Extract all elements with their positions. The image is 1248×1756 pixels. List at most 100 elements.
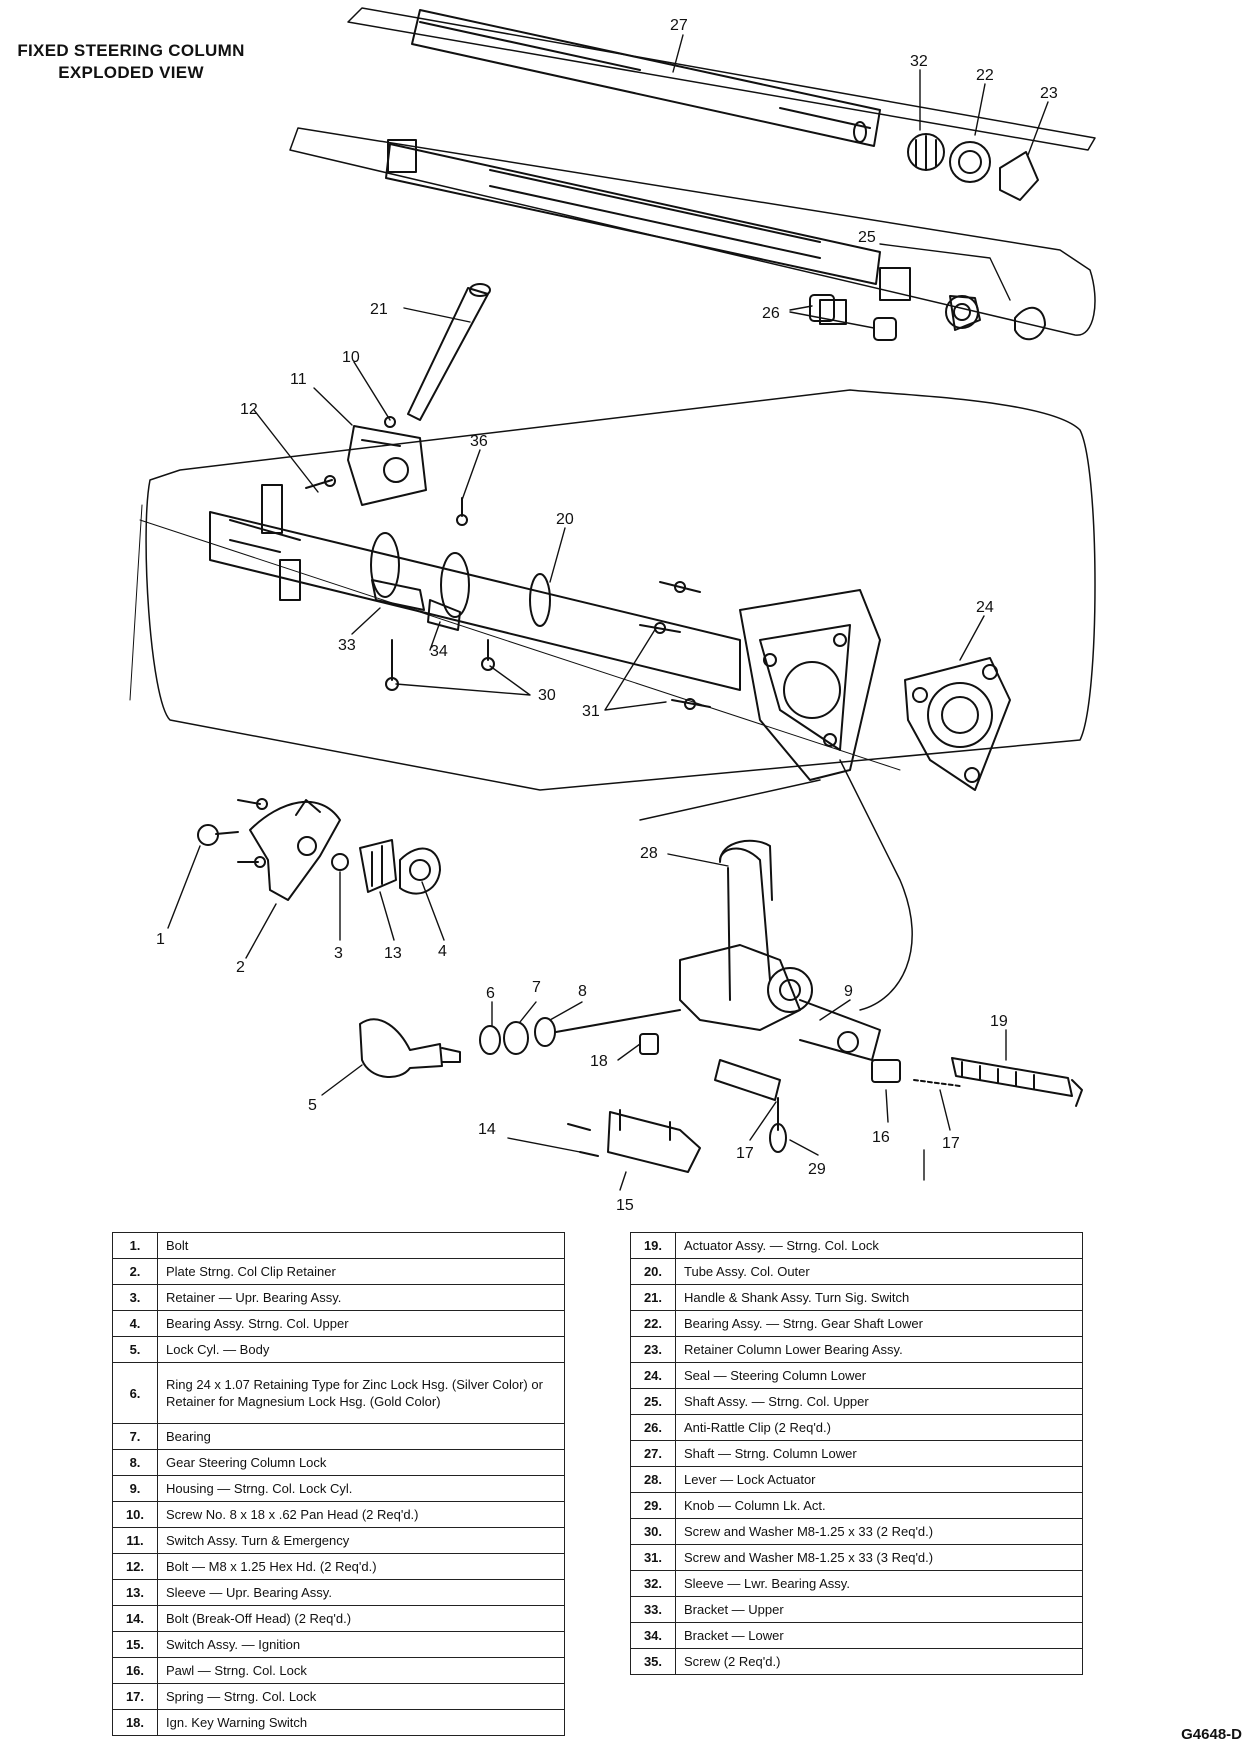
- brackets-and-screws: [305, 475, 711, 710]
- key-warning-switch-18: [639, 1033, 659, 1055]
- part-description: Retainer Column Lower Bearing Assy.: [675, 1336, 1083, 1363]
- part-description: Bracket — Upper: [675, 1596, 1083, 1623]
- table-row: 16.Pawl — Strng. Col. Lock: [112, 1657, 565, 1684]
- part-number: 28.: [630, 1466, 676, 1493]
- lock-lever-28: [719, 839, 773, 901]
- table-row: 22.Bearing Assy. — Strng. Gear Shaft Low…: [630, 1310, 1083, 1337]
- table-row: 30.Screw and Washer M8-1.25 x 33 (2 Req'…: [630, 1518, 1083, 1545]
- part-description: Shaft Assy. — Strng. Col. Upper: [675, 1388, 1083, 1415]
- part-description: Bolt (Break-Off Head) (2 Req'd.): [157, 1605, 565, 1632]
- callout-19: 19: [990, 1013, 1008, 1030]
- part-description: Ign. Key Warning Switch: [157, 1709, 565, 1736]
- title-line-1: FIXED STEERING COLUMN: [17, 41, 245, 60]
- callout-8: 8: [578, 983, 587, 1000]
- callout-14: 14: [478, 1121, 496, 1138]
- part-description: Handle & Shank Assy. Turn Sig. Switch: [675, 1284, 1083, 1311]
- table-row: 12.Bolt — M8 x 1.25 Hex Hd. (2 Req'd.): [112, 1553, 565, 1580]
- part-number: 27.: [630, 1440, 676, 1467]
- callout-34: 34: [430, 643, 448, 660]
- table-row: 13.Sleeve — Upr. Bearing Assy.: [112, 1579, 565, 1606]
- part-number: 31.: [630, 1544, 676, 1571]
- lower-shaft-27: [411, 9, 881, 147]
- part-description: Tube Assy. Col. Outer: [675, 1258, 1083, 1285]
- part-description: Bolt — M8 x 1.25 Hex Hd. (2 Req'd.): [157, 1553, 565, 1580]
- lower-seal-24: [904, 657, 1011, 791]
- callout-24: 24: [976, 599, 994, 616]
- part-description: Plate Strng. Col Clip Retainer: [157, 1258, 565, 1285]
- callout-15: 15: [616, 1197, 634, 1214]
- part-number: 17.: [112, 1683, 158, 1710]
- turn-switch-11: [347, 416, 427, 506]
- table-row: 8.Gear Steering Column Lock: [112, 1449, 565, 1476]
- table-row: 14.Bolt (Break-Off Head) (2 Req'd.): [112, 1605, 565, 1632]
- part-number: 12.: [112, 1553, 158, 1580]
- part-number: 33.: [630, 1596, 676, 1623]
- callout-7: 7: [532, 979, 541, 996]
- upper-bearing-parts: [197, 798, 441, 901]
- callout-4: 4: [438, 943, 447, 960]
- table-row: 24.Seal — Steering Column Lower: [630, 1362, 1083, 1389]
- outer-tube-20: [209, 484, 741, 691]
- callout-30: 30: [538, 687, 556, 704]
- actuator-assembly: [769, 1057, 1083, 1153]
- part-description: Gear Steering Column Lock: [157, 1449, 565, 1476]
- part-number: 32.: [630, 1570, 676, 1597]
- callout-18: 18: [590, 1053, 608, 1070]
- lock-cylinder-5: [359, 1018, 461, 1079]
- part-number: 14.: [112, 1605, 158, 1632]
- outline-lower-shaft: [347, 7, 1096, 151]
- table-row: 32.Sleeve — Lwr. Bearing Assy.: [630, 1570, 1083, 1597]
- part-number: 18.: [112, 1709, 158, 1736]
- part-number: 10.: [112, 1501, 158, 1528]
- part-number: 2.: [112, 1258, 158, 1285]
- table-row: 19.Actuator Assy. — Strng. Col. Lock: [630, 1232, 1083, 1259]
- part-description: Housing — Strng. Col. Lock Cyl.: [157, 1475, 565, 1502]
- part-number: 23.: [630, 1336, 676, 1363]
- callout-33: 33: [338, 637, 356, 654]
- callout-13: 13: [384, 945, 402, 962]
- part-number: 6.: [112, 1362, 158, 1424]
- callout-17a: 17: [736, 1145, 754, 1162]
- callout-11: 11: [290, 371, 307, 388]
- part-description: Sleeve — Upr. Bearing Assy.: [157, 1579, 565, 1606]
- part-number: 20.: [630, 1258, 676, 1285]
- callout-27: 27: [670, 17, 688, 34]
- callout-17b: 17: [942, 1135, 960, 1152]
- callout-36: 36: [470, 433, 488, 450]
- outline-column-inner: [129, 504, 901, 771]
- part-description: Actuator Assy. — Strng. Col. Lock: [675, 1232, 1083, 1259]
- table-row: 26.Anti-Rattle Clip (2 Req'd.): [630, 1414, 1083, 1441]
- part-number: 7.: [112, 1423, 158, 1450]
- part-number: 4.: [112, 1310, 158, 1337]
- callout-25: 25: [858, 229, 876, 246]
- callout-29: 29: [808, 1161, 826, 1178]
- lock-housing-9: [679, 847, 881, 1101]
- table-row: 15.Switch Assy. — Ignition: [112, 1631, 565, 1658]
- part-description: Bracket — Lower: [675, 1622, 1083, 1649]
- part-number: 30.: [630, 1518, 676, 1545]
- table-row: 11.Switch Assy. Turn & Emergency: [112, 1527, 565, 1554]
- part-description: Lock Cyl. — Body: [157, 1336, 565, 1363]
- part-description: Retainer — Upr. Bearing Assy.: [157, 1284, 565, 1311]
- callout-23: 23: [1040, 85, 1058, 102]
- callout-31: 31: [582, 703, 600, 720]
- table-row: 21.Handle & Shank Assy. Turn Sig. Switch: [630, 1284, 1083, 1311]
- table-row: 1.Bolt: [112, 1232, 565, 1259]
- table-row: 33.Bracket — Upper: [630, 1596, 1083, 1623]
- part-description: Bearing Assy. — Strng. Gear Shaft Lower: [675, 1310, 1083, 1337]
- table-row: 18.Ign. Key Warning Switch: [112, 1709, 565, 1736]
- part-number: 5.: [112, 1336, 158, 1363]
- part-number: 9.: [112, 1475, 158, 1502]
- part-description: Switch Assy. Turn & Emergency: [157, 1527, 565, 1554]
- part-number: 8.: [112, 1449, 158, 1476]
- part-description: Bearing Assy. Strng. Col. Upper: [157, 1310, 565, 1337]
- table-row: 6.Ring 24 x 1.07 Retaining Type for Zinc…: [112, 1362, 565, 1424]
- part-description: Bolt: [157, 1232, 565, 1259]
- part-description: Screw No. 8 x 18 x .62 Pan Head (2 Req'd…: [157, 1501, 565, 1528]
- table-row: 10.Screw No. 8 x 18 x .62 Pan Head (2 Re…: [112, 1501, 565, 1528]
- figure-code: G4648-D: [1181, 1726, 1242, 1743]
- table-row: 35.Screw (2 Req'd.): [630, 1648, 1083, 1675]
- part-description: Screw and Washer M8-1.25 x 33 (3 Req'd.): [675, 1544, 1083, 1571]
- callout-22: 22: [976, 67, 994, 84]
- part-number: 11.: [112, 1527, 158, 1554]
